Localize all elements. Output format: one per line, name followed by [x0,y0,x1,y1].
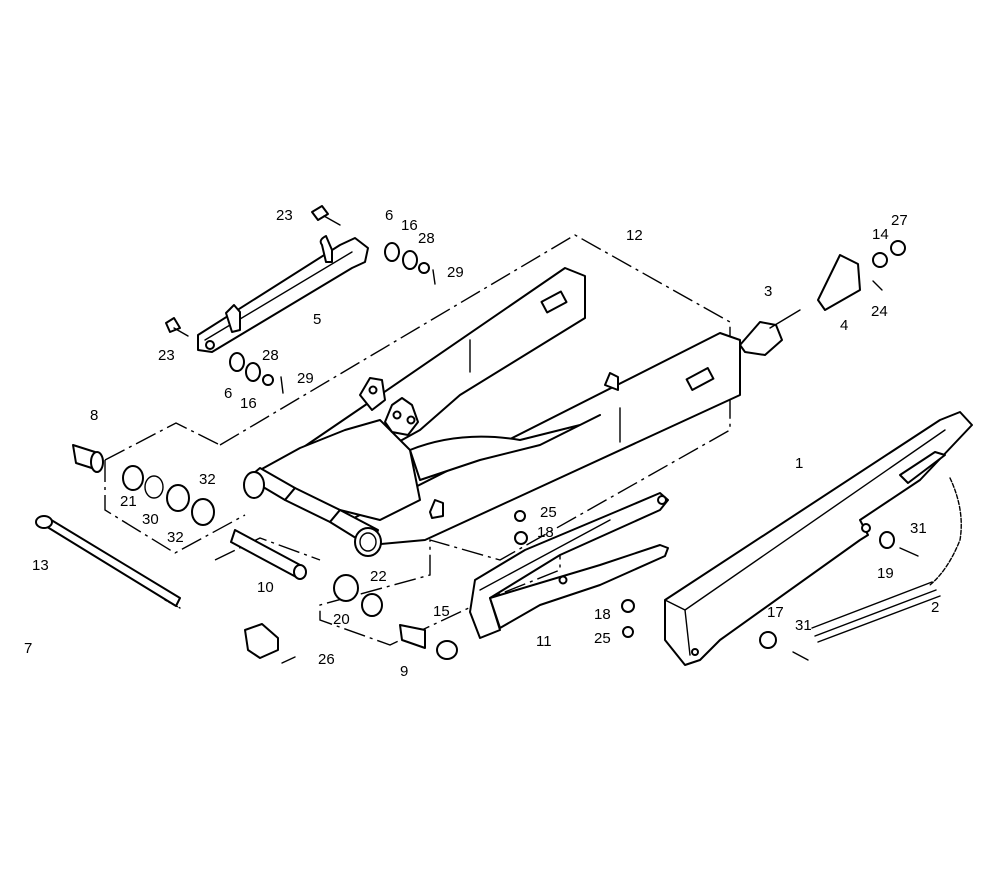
callout-18-lower[interactable]: 18 [594,606,611,623]
callout-25-upper[interactable]: 25 [540,504,557,521]
callout-32-upper[interactable]: 32 [199,471,216,488]
callout-4[interactable]: 4 [840,317,848,334]
callout-28-upper[interactable]: 28 [418,230,435,247]
callout-17[interactable]: 17 [767,604,784,621]
small-parts [72,205,919,664]
callout-6-upper[interactable]: 6 [385,207,393,224]
callout-29-lower[interactable]: 29 [297,370,314,387]
callout-11[interactable]: 11 [536,633,552,650]
chain-slider[interactable] [469,492,669,639]
callout-25-lower[interactable]: 25 [594,630,611,647]
callout-7[interactable]: 7 [24,640,32,657]
chain-case[interactable] [664,411,973,666]
callout-24[interactable]: 24 [871,303,888,320]
callout-2[interactable]: 2 [931,599,939,616]
pivot-shaft[interactable] [35,515,181,609]
callout-18-upper[interactable]: 18 [537,524,554,541]
callout-9[interactable]: 9 [400,663,408,680]
callout-28-lower[interactable]: 28 [262,347,279,364]
callout-6-lower[interactable]: 6 [224,385,232,402]
callout-32-lower[interactable]: 32 [167,529,184,546]
callout-14[interactable]: 14 [872,226,889,243]
callout-16-upper[interactable]: 16 [401,217,418,234]
callout-3[interactable]: 3 [764,283,772,300]
callout-15[interactable]: 15 [433,603,450,620]
torque-link[interactable] [197,235,369,353]
callout-22[interactable]: 22 [370,568,387,585]
swingarm[interactable] [243,267,741,557]
callout-30[interactable]: 30 [142,511,159,528]
callout-31-upper[interactable]: 31 [910,520,927,537]
drive-chain[interactable] [811,477,962,643]
callout-31-lower[interactable]: 31 [795,617,812,634]
callouts: 1 2 3 4 5 6 6 7 8 9 10 11 12 13 14 15 16… [24,207,939,680]
callout-10[interactable]: 10 [257,579,274,596]
callout-19[interactable]: 19 [877,565,894,582]
callout-12[interactable]: 12 [626,227,643,244]
callout-27[interactable]: 27 [891,212,908,229]
callout-5[interactable]: 5 [313,311,321,328]
callout-8[interactable]: 8 [90,407,98,424]
callout-13[interactable]: 13 [32,557,49,574]
callout-16-lower[interactable]: 16 [240,395,257,412]
callout-20[interactable]: 20 [333,611,350,628]
callout-1[interactable]: 1 [795,455,803,472]
callout-23-upper[interactable]: 23 [276,207,293,224]
callout-23-lower[interactable]: 23 [158,347,175,364]
callout-21[interactable]: 21 [120,493,137,510]
callout-29-upper[interactable]: 29 [447,264,464,281]
callout-26[interactable]: 26 [318,651,335,668]
